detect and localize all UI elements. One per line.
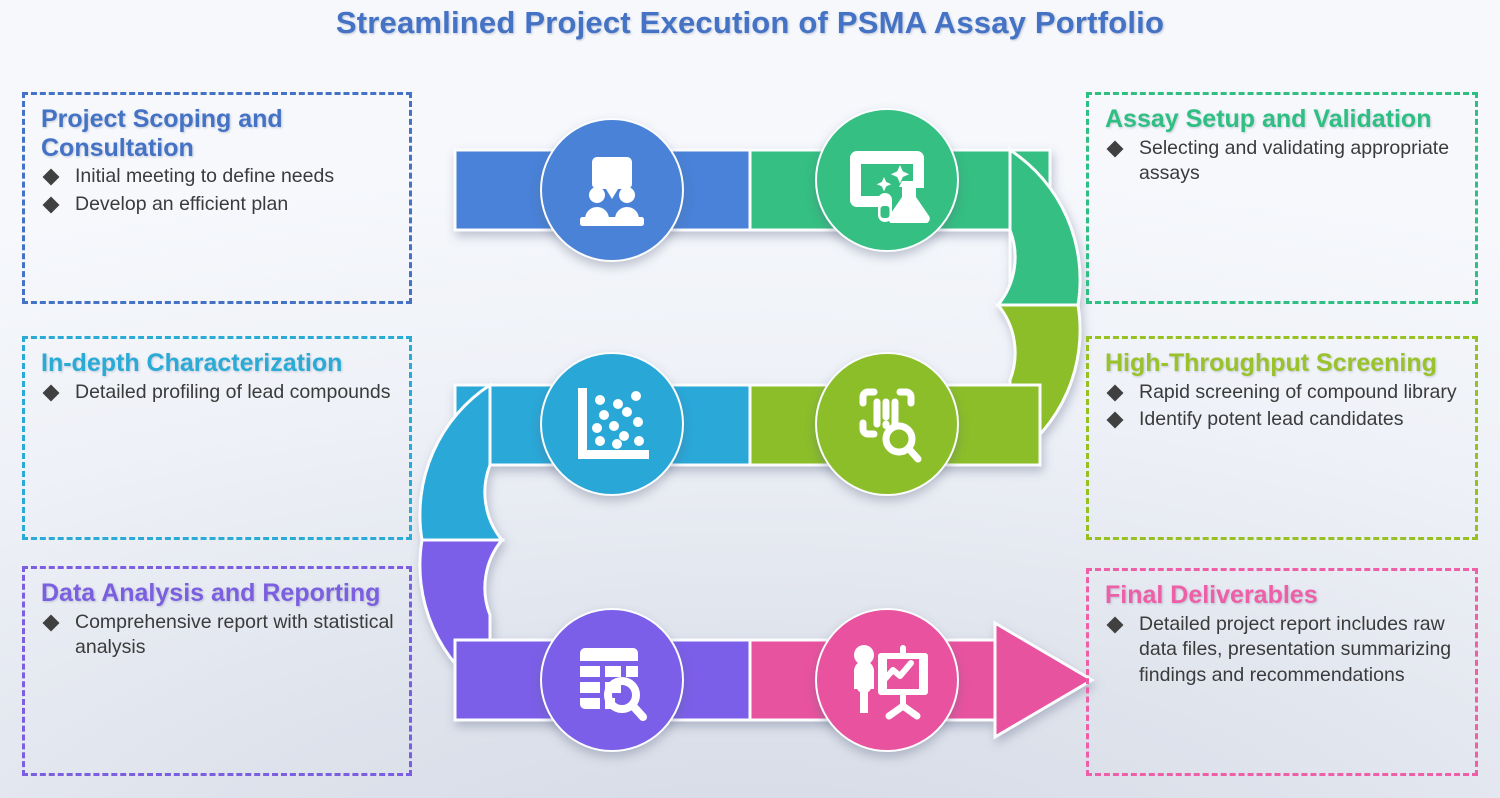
presentation-person-icon bbox=[843, 636, 931, 724]
diamond-bullet-icon bbox=[42, 384, 60, 401]
panel-high-throughput-screening: High-Throughput Screening Rapid screenin… bbox=[1086, 336, 1478, 540]
meeting-people-icon bbox=[569, 147, 655, 233]
panel-final-deliverables: Final Deliverables Detailed project repo… bbox=[1086, 568, 1478, 776]
page-title: Streamlined Project Execution of PSMA As… bbox=[335, 5, 1165, 40]
panel-heading: Assay Setup and Validation bbox=[1105, 105, 1432, 133]
diamond-bullet-icon bbox=[42, 614, 60, 631]
panel-in-depth-characterization: In-depth Characterization Detailed profi… bbox=[22, 336, 412, 540]
panel-bullet-list: Detailed profiling of lead compounds bbox=[41, 380, 395, 406]
panel-heading: In-depth Characterization bbox=[41, 349, 343, 377]
panel-heading: Final Deliverables bbox=[1105, 581, 1318, 609]
panel-bullet-list: Comprehensive report with statistical an… bbox=[41, 610, 395, 662]
node-assay-setup[interactable] bbox=[815, 108, 959, 252]
panel-heading: Project Scoping and Consultation bbox=[41, 105, 283, 162]
panel-bullet-list: Selecting and validating appropriate ass… bbox=[1105, 136, 1461, 188]
node-data-analysis[interactable] bbox=[540, 608, 684, 752]
list-item: Detailed profiling of lead compounds bbox=[41, 380, 395, 406]
node-final-deliverables[interactable] bbox=[815, 608, 959, 752]
panel-data-analysis: Data Analysis and Reporting Comprehensiv… bbox=[22, 566, 412, 776]
list-item: Identify potent lead candidates bbox=[1105, 407, 1461, 433]
diamond-bullet-icon bbox=[1106, 411, 1124, 429]
panel-project-scoping: Project Scoping and Consultation Initial… bbox=[22, 92, 412, 304]
panel-bullet-list: Rapid screening of compound library Iden… bbox=[1105, 380, 1461, 434]
list-item: Develop an efficient plan bbox=[41, 192, 395, 218]
diamond-bullet-icon bbox=[42, 196, 60, 214]
list-item: Detailed project report includes raw dat… bbox=[1105, 612, 1461, 690]
connector-green-arc bbox=[994, 147, 1082, 307]
panel-bullet-list: Detailed project report includes raw dat… bbox=[1105, 612, 1461, 690]
barcode-scan-search-icon bbox=[844, 381, 930, 467]
panel-assay-setup: Assay Setup and Validation Selecting and… bbox=[1086, 92, 1478, 304]
list-item: Initial meeting to define needs bbox=[41, 164, 395, 190]
diamond-bullet-icon bbox=[1106, 616, 1124, 633]
flow-arrow-head bbox=[993, 620, 1095, 740]
panel-bullet-list: Initial meeting to define needs Develop … bbox=[41, 164, 395, 218]
scatter-plot-icon bbox=[570, 382, 654, 466]
node-in-depth-characterization[interactable] bbox=[540, 352, 684, 496]
panel-heading: High-Throughput Screening bbox=[1105, 349, 1437, 377]
panel-heading: Data Analysis and Reporting bbox=[41, 579, 381, 607]
diamond-bullet-icon bbox=[1106, 384, 1124, 401]
table-search-icon bbox=[569, 637, 655, 723]
lab-browser-flask-icon bbox=[844, 137, 930, 223]
list-item: Rapid screening of compound library bbox=[1105, 380, 1461, 406]
list-item: Selecting and validating appropriate ass… bbox=[1105, 136, 1461, 188]
list-item: Comprehensive report with statistical an… bbox=[41, 610, 395, 662]
node-high-throughput-screening[interactable] bbox=[815, 352, 959, 496]
diamond-bullet-icon bbox=[42, 168, 60, 186]
node-project-scoping[interactable] bbox=[540, 118, 684, 262]
diamond-bullet-icon bbox=[1106, 140, 1124, 157]
connector-cyan-arc bbox=[418, 382, 506, 542]
